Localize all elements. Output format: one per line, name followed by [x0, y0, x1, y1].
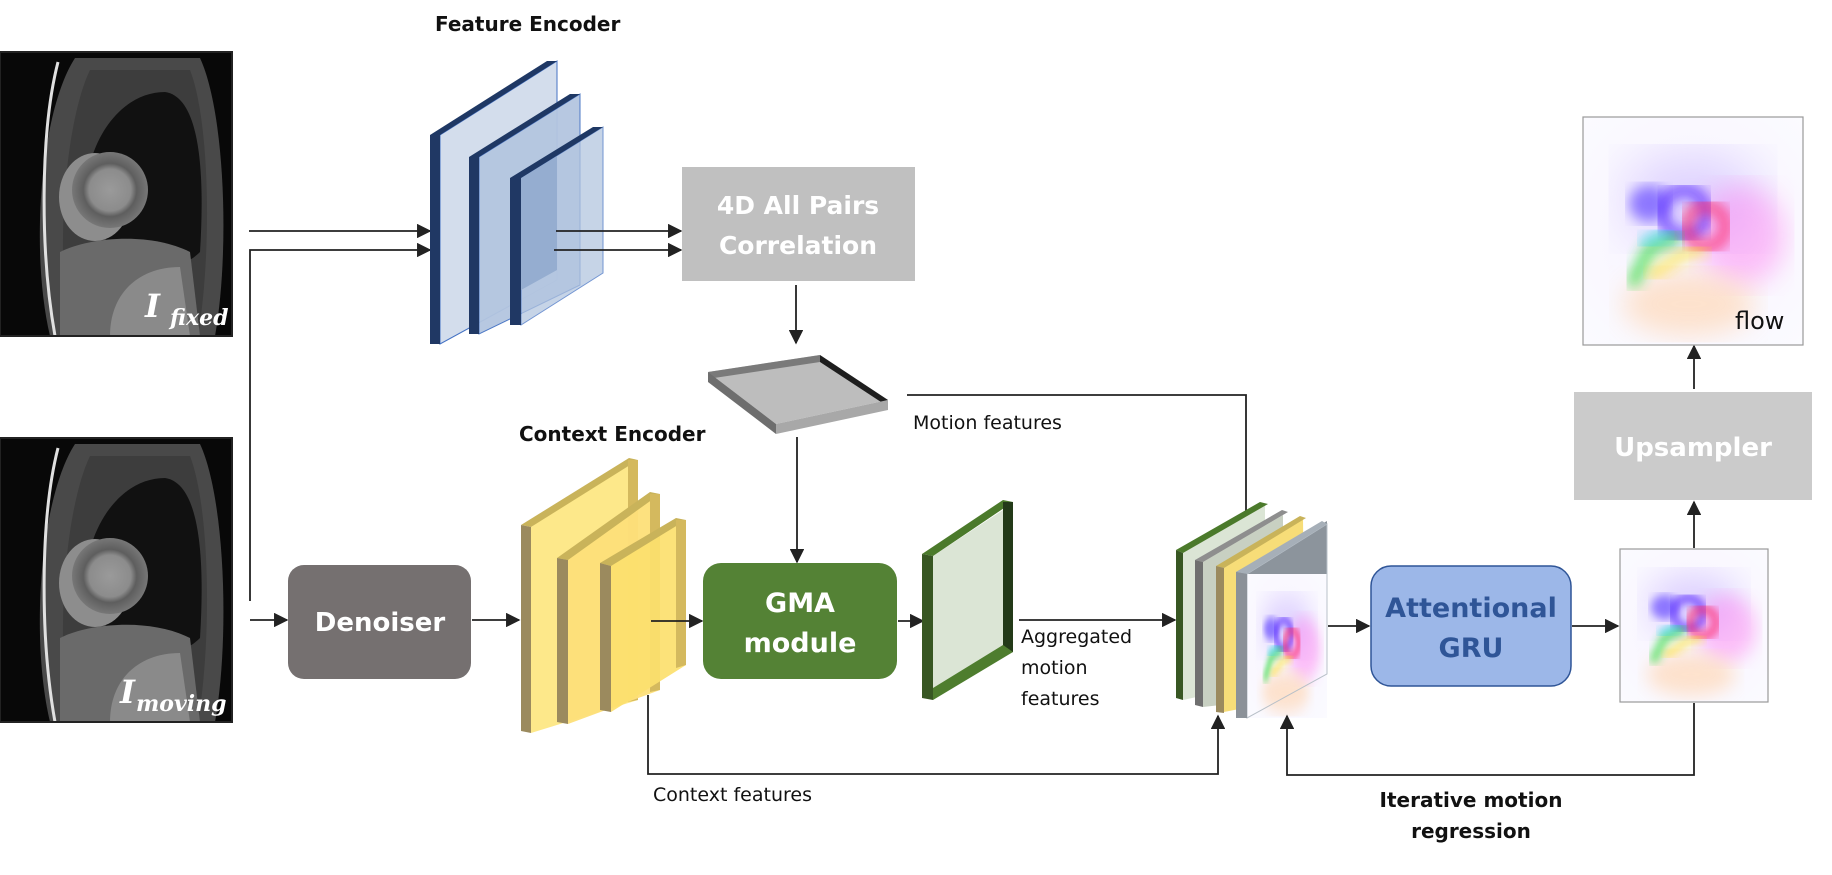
moving-image: I moving [0, 436, 234, 724]
feature-encoder-title: Feature Encoder [435, 12, 620, 36]
moving-to-encoder-arrow [249, 242, 432, 601]
flow-label: flow [1735, 307, 1784, 335]
denoiser-label: Denoiser [315, 608, 446, 638]
moving-image-subscript: moving [136, 691, 226, 717]
context-features-label: Context features [653, 784, 812, 806]
feature-encoder-slabs [430, 60, 604, 345]
concatenated-feature-stack [1176, 502, 1327, 718]
fixed-image-symbol: I [144, 287, 161, 325]
iterative-label-line2: regression [1411, 819, 1531, 843]
fixed-image-subscript: fixed [168, 305, 229, 331]
gru-label-line1: Attentional [1385, 593, 1557, 624]
upsampler-block: Upsampler [1574, 392, 1812, 500]
aggregated-feature-map [922, 500, 1013, 700]
aggregated-label-line2: motion [1021, 657, 1088, 679]
denoiser-block: Denoiser [288, 565, 471, 679]
gru-label-line2: GRU [1439, 633, 1504, 664]
motion-feature-tray [708, 355, 888, 434]
fixed-image: I fixed [0, 50, 234, 338]
gma-module-block: GMA module [703, 563, 897, 679]
correlation-label-line1: 4D All Pairs [717, 191, 879, 220]
input-arrows [249, 223, 432, 628]
gma-label-line1: GMA [765, 588, 835, 619]
attentional-gru-block: Attentional GRU [1370, 565, 1572, 687]
correlation-label-line2: Correlation [719, 231, 877, 260]
context-encoder-title: Context Encoder [519, 422, 706, 446]
aggregated-label-line3: features [1021, 688, 1100, 710]
iterative-feedback-arrow [1279, 703, 1695, 776]
context-encoder-slabs [521, 458, 686, 733]
aggregated-label-line1: Aggregated [1021, 626, 1132, 648]
encoder-to-correlation-arrows [554, 223, 683, 258]
final-flow-image: flow [1583, 117, 1803, 345]
motion-features-arrow [907, 394, 1254, 532]
upsampler-label: Upsampler [1614, 433, 1772, 463]
lowres-flow-image [1620, 549, 1768, 702]
moving-image-symbol: I [119, 673, 136, 711]
motion-features-label: Motion features [913, 412, 1062, 434]
iterative-label-line1: Iterative motion [1380, 788, 1563, 812]
correlation-block: 4D All Pairs Correlation [682, 167, 915, 281]
context-features-arrow [647, 695, 1226, 775]
gma-label-line2: module [744, 628, 857, 659]
